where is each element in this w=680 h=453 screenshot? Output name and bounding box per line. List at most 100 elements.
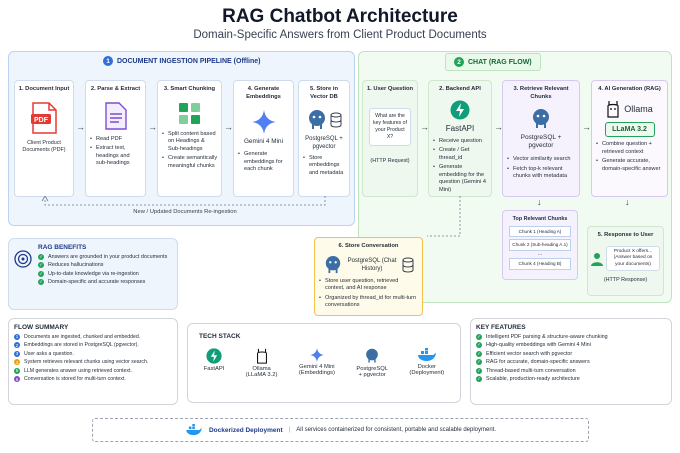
step-bullet: Extract text, headings and sub-headings (89, 145, 142, 168)
tech-title: TECH STACK (199, 333, 241, 340)
step-bullet: Fetch top-k relevant chunks with metadat… (506, 166, 576, 181)
arrow-right-icon: → (76, 122, 85, 132)
gemini-icon (237, 109, 290, 134)
page-title: RAG Chatbot Architecture (222, 6, 458, 27)
tech-item-postgresql: PostgreSQL+ pgvector (356, 348, 388, 378)
fastapi-icon (206, 348, 222, 364)
step-note: (HTTP Request) (370, 157, 410, 164)
response-note: (HTTP Response) (603, 277, 648, 284)
check-icon: ✓ (476, 342, 482, 348)
step-title: 5. Store in Vector DB (309, 86, 339, 100)
ingestion-title: DOCUMENT INGESTION PIPELINE (Offline) (117, 57, 261, 65)
user-icon (591, 252, 603, 266)
key-features-panel: KEY FEATURES ✓Intelligent PDF parsing & … (470, 318, 672, 405)
step-caption: Gemini 4 Mini (243, 137, 284, 145)
chat-title: CHAT (RAG FLOW) (468, 58, 532, 66)
store-title: 6. Store Conversation (338, 243, 399, 249)
step-caption: FastAPI (445, 123, 475, 133)
llama-icon (607, 100, 619, 118)
store-conversation-box: 6. Store Conversation PostgreSQL (Chat H… (314, 237, 423, 316)
answer-text: Product X offers... (613, 248, 653, 254)
docker-deployment-banner: Dockerized Deployment | All services con… (92, 418, 589, 442)
ollama-logo: Ollama (595, 100, 664, 118)
step-caption: PostgreSQL + pgvector (305, 135, 343, 150)
ollama-label: Ollama (624, 103, 653, 114)
svg-text:PDF: PDF (34, 117, 49, 124)
fastapi-icon (432, 100, 488, 120)
answer-note: (Answer based on your documents) (613, 255, 653, 267)
docker-text: All services containerized for consisten… (296, 427, 497, 433)
tech-item-gemini: Gemini 4 Mini(Embeddings) (299, 348, 335, 378)
chat-step-user-question: 1. User Question What are the key featur… (362, 80, 418, 197)
step-title: 1. User Question (366, 86, 414, 92)
benefit-item: ✓Up-to-date knowledge via re-ingestion (38, 270, 139, 277)
tech-stack-panel: TECH STACK FastAPI Ollama(LLaMA 3.2) Gem… (187, 323, 461, 403)
rag-benefits-panel: RAG BENEFITS ✓Answers are grounded in yo… (8, 238, 178, 310)
step-title: 4. AI Generation (RAG) (598, 86, 661, 92)
check-icon: ✓ (476, 350, 482, 357)
step-bullet: Split content based on Headings & Sub-he… (161, 131, 218, 154)
page-subtitle: Domain-Specific Answers from Client Prod… (193, 29, 487, 41)
reingest-loop-arrow (41, 196, 326, 206)
step-bullet: Read PDF (89, 136, 142, 144)
feature-item: ✓RAG for accurate, domain-specific answe… (476, 359, 590, 365)
benefit-item: ✓Domain-specific and accurate responses (38, 279, 146, 285)
tech-item-ollama: Ollama(LLaMA 3.2) (246, 348, 277, 378)
top-chunks-box: Top Relevant Chunks Chunk 1 (Heading A) … (502, 210, 578, 280)
ingest-step-document-input: 1. Document Input PDF Client Product Doc… (14, 80, 74, 197)
step-bullet: Create / Get thread_id (432, 147, 488, 162)
check-icon: ✓ (476, 376, 482, 382)
feature-item: ✓Scalable, production-ready architecture (476, 376, 580, 382)
docker-icon (417, 348, 436, 361)
tech-item-docker: Docker(Deployment) (409, 348, 444, 378)
arrow-right-icon: → (494, 122, 503, 132)
flow-title: FLOW SUMMARY (14, 324, 69, 331)
step-bullet: Generate accurate, domain-specific answe… (595, 158, 664, 173)
postgres-icon (506, 108, 576, 130)
model-badge: LLaMA 3.2 (604, 121, 655, 138)
check-icon: ✓ (476, 359, 482, 365)
target-icon (14, 250, 32, 268)
feature-item: ✓High-quality embeddings with Gemini 4 M… (476, 342, 591, 348)
step-caption: Client Product Documents (PDF) (22, 139, 66, 154)
store-link-arrow (427, 196, 461, 237)
chat-number-badge: 2 (454, 57, 464, 67)
tech-item-fastapi: FastAPI (204, 348, 224, 378)
question-bubble: What are the key features of your Produc… (369, 107, 411, 146)
step-title: 3. Smart Chunking (163, 86, 216, 92)
chat-step-ai-generation: 4. AI Generation (RAG) Ollama LLaMA 3.2 … (591, 80, 668, 197)
document-icon (89, 102, 142, 130)
feature-item: ✓Thread-based multi-turn conversation (476, 367, 576, 374)
arrow-right-icon: → (420, 122, 429, 132)
chunk-item: Chunk 1 (Heading A) (509, 226, 571, 238)
ingestion-number-badge: 1 (103, 56, 113, 66)
ingest-step-embeddings: 4. Generate Embeddings Gemini 4 Mini Gen… (233, 80, 294, 197)
top-chunks-title: Top Relevant Chunks (512, 216, 568, 222)
chat-step-retrieve: 3. Retrieve Relevant Chunks PostgreSQL +… (502, 80, 580, 197)
check-icon: ✓ (476, 367, 482, 374)
step-title: 3. Retrieve Relevant Chunks (513, 86, 569, 100)
chunk-ellipsis: ... (537, 250, 543, 257)
store-bullet: Organized by thread_id for multi-turn co… (318, 295, 419, 310)
ingest-step-vector-db: 5. Store in Vector DB PostgreSQL + pgvec… (298, 80, 350, 197)
benefit-item: ✓Reduces hallucinations (38, 262, 104, 268)
chunk-item: Chunk 4 (Heading B) (509, 258, 571, 270)
ingestion-header: 1 DOCUMENT INGESTION PIPELINE (Offline) (103, 56, 261, 66)
response-title: 5. Response to User (597, 232, 654, 238)
step-title: 2. Parse & Extract (90, 86, 141, 92)
step-bullet: Generate embeddings for each chunk (237, 151, 290, 174)
store-bullet: Store user question, retrieved context, … (318, 278, 419, 293)
postgres-icon (302, 109, 346, 131)
check-icon: ✓ (38, 262, 44, 268)
step-title: 4. Generate Embeddings (246, 86, 281, 100)
feature-item: ✓Intelligent PDF parsing & structure-awa… (476, 333, 608, 340)
ingest-step-chunking: 3. Smart Chunking Split content based on… (157, 80, 222, 197)
check-icon: ✓ (38, 279, 44, 285)
database-icon (402, 257, 414, 273)
reingest-label: New / Updated Documents Re-ingestion (110, 209, 260, 215)
step-bullet: Combine question + retrieved context (595, 141, 664, 156)
features-title: KEY FEATURES (476, 324, 526, 331)
